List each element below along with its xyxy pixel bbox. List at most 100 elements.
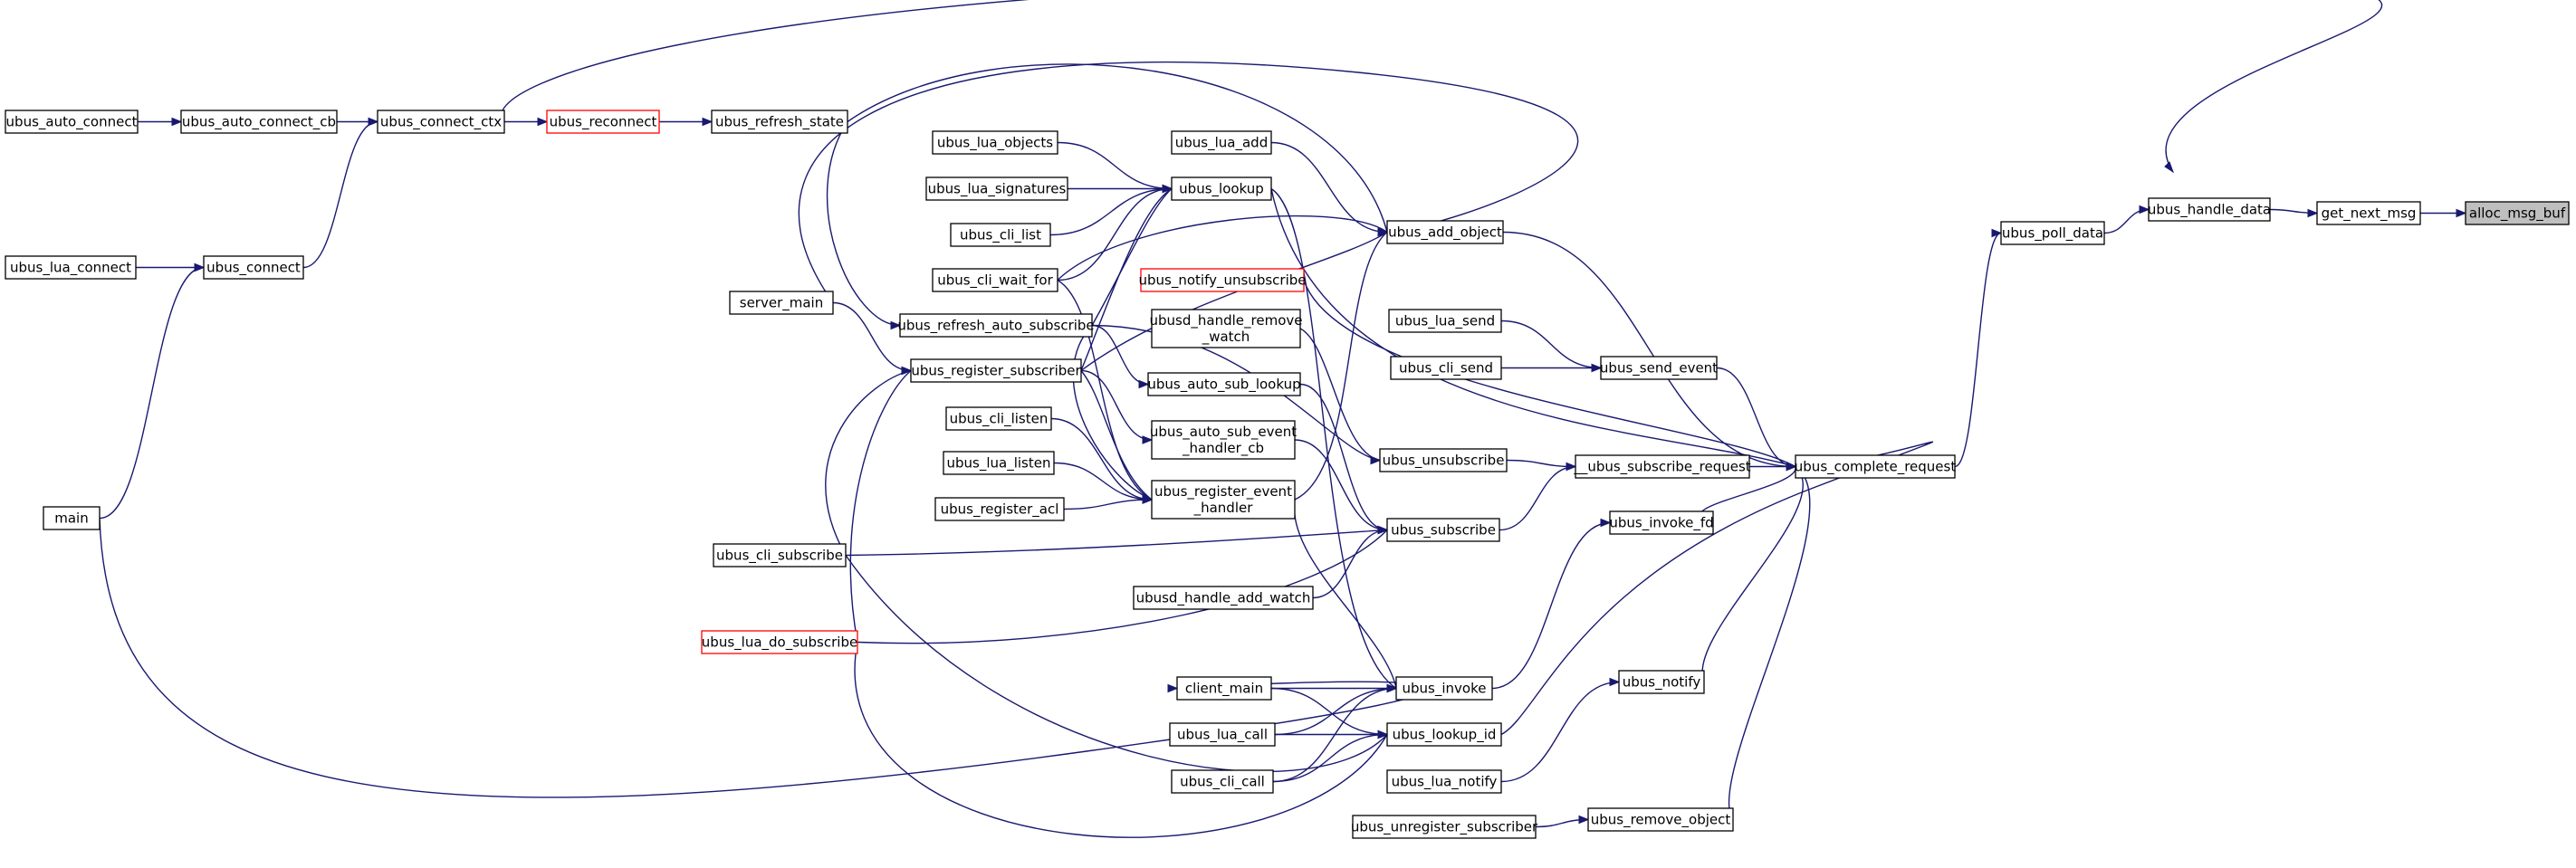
node-ubus-handle-data[interactable]: ubus_handle_data	[2148, 197, 2271, 222]
edge-ubus_lua_objects-to-ubus_lookup	[1057, 141, 1173, 194]
node-label: ubus_complete_request	[1795, 459, 1957, 476]
node-ubus-remove-object[interactable]: ubus_remove_object	[1587, 807, 1734, 832]
arrowhead	[1386, 683, 1398, 693]
node-ubus-lua-notify[interactable]: ubus_lua_notify	[1386, 769, 1502, 794]
edge-ubusd_handle_add_watch-to-ubus_subscribe	[1312, 525, 1389, 599]
node-ubus-connect-ctx[interactable]: ubus_connect_ctx	[377, 110, 505, 134]
node-label: ubus_lookup	[1179, 181, 1264, 198]
edge-ubus_invoke-to-ubus_invoke_fd	[1491, 518, 1612, 690]
arrowhead	[702, 117, 713, 127]
node-ubus-subscribe-request[interactable]: __ubus_subscribe_request	[1573, 454, 1751, 479]
arrowhead	[1591, 363, 1603, 373]
node-ubus-lua-call[interactable]: ubus_lua_call	[1169, 722, 1276, 747]
edge-ubus_cli_call-to-ubus_lookup_id	[1272, 730, 1389, 783]
node-ubusd-handle-remove-watch[interactable]: ubusd_handle_remove_watch	[1150, 309, 1303, 348]
node-ubus-lookup-id[interactable]: ubus_lookup_id	[1386, 722, 1502, 747]
node-ubus-add-object[interactable]: ubus_add_object	[1386, 220, 1504, 244]
node-ubus-auto-sub-event-handler-cb[interactable]: ubus_auto_sub_event_handler_cb	[1150, 420, 1297, 460]
node-ubus-complete-request[interactable]: ubus_complete_request	[1795, 454, 1957, 479]
node-ubus-lua-objects[interactable]: ubus_lua_objects	[932, 130, 1058, 155]
node-label: __ubus_subscribe_request	[1573, 459, 1750, 476]
node-ubus-lua-do-subscribe[interactable]: ubus_lua_do_subscribe	[701, 630, 858, 654]
edge-ubus_notify-to-ubus_complete_request	[1701, 462, 1804, 682]
node-box	[701, 630, 858, 654]
node-ubus-subscribe[interactable]: ubus_subscribe	[1386, 518, 1500, 542]
node-ubusd-handle-add-watch[interactable]: ubusd_handle_add_watch	[1133, 586, 1314, 610]
node-ubus-cli-list[interactable]: ubus_cli_list	[950, 223, 1051, 247]
node-ubus-refresh-auto-subscribe[interactable]: ubus_refresh_auto_subscribe	[897, 313, 1095, 338]
edge-ubus_connect_ctx-to-ubus_reconnect	[504, 117, 549, 127]
node-ubus-unregister-subscriber[interactable]: ubus_unregister_subscriber	[1351, 815, 1538, 839]
edge-ubus_register_subscriber-to-ubus_add_object	[1080, 227, 1389, 372]
node-label: ubus_lua_signatures	[928, 181, 1067, 198]
node-ubus-cli-subscribe[interactable]: ubus_cli_subscribe	[713, 543, 847, 568]
node-label: _handler_cb	[1182, 440, 1264, 457]
node-main[interactable]: main	[43, 506, 101, 530]
node-ubus-register-acl[interactable]: ubus_register_acl	[934, 497, 1065, 521]
node-ubus-cli-wait-for[interactable]: ubus_cli_wait_for	[932, 268, 1058, 292]
edge-line	[99, 266, 205, 520]
node-server-main[interactable]: server_main	[729, 291, 834, 315]
node-box	[1795, 454, 1956, 479]
edge-line	[1080, 187, 1173, 371]
node-box	[2000, 221, 2105, 245]
node-label: ubus_remove_object	[1591, 812, 1731, 829]
node-ubus-refresh-state[interactable]: ubus_refresh_state	[711, 110, 848, 134]
edge-line	[1303, 280, 1796, 468]
arrowhead	[901, 366, 913, 376]
node-ubus-auto-connect-cb[interactable]: ubus_auto_connect_cb	[180, 110, 338, 134]
node-ubus-cli-send[interactable]: ubus_cli_send	[1390, 356, 1502, 380]
edge-ubus_connect-to-ubus_connect_ctx	[302, 117, 379, 269]
edge-get_next_msg-to-alloc_msg_buf	[2420, 208, 2467, 218]
edge-ubus_refresh_auto_subscribe-to-ubus_lookup	[1091, 184, 1173, 326]
node-label: ubus_unsubscribe	[1383, 453, 1505, 470]
node-ubus-lua-signatures[interactable]: ubus_lua_signatures	[925, 176, 1068, 201]
node-ubus-auto-connect[interactable]: ubus_auto_connect	[5, 110, 139, 134]
node-box	[1386, 769, 1502, 794]
node-ubus-poll-data[interactable]: ubus_poll_data	[2000, 221, 2105, 245]
node-ubus-notify[interactable]: ubus_notify	[1618, 670, 1705, 694]
node-ubus-lua-add[interactable]: ubus_lua_add	[1171, 130, 1272, 155]
node-ubus-lookup[interactable]: ubus_lookup	[1171, 176, 1272, 201]
node-box	[1395, 676, 1493, 701]
edge-line	[1500, 681, 1620, 783]
node-box	[203, 255, 304, 280]
node-client-main[interactable]: client_main	[1176, 676, 1272, 701]
node-box	[1386, 518, 1500, 542]
node-ubus-register-subscriber[interactable]: ubus_register_subscriber	[910, 358, 1082, 383]
node-ubus-reconnect[interactable]: ubus_reconnect	[546, 110, 660, 134]
arrowhead	[1991, 228, 2003, 238]
call-edges	[99, 0, 2467, 838]
node-ubus-cli-call[interactable]: ubus_cli_call	[1171, 769, 1274, 794]
node-ubus-cli-listen[interactable]: ubus_cli_listen	[945, 406, 1052, 431]
node-ubus-invoke[interactable]: ubus_invoke	[1395, 676, 1493, 701]
node-box	[5, 255, 137, 280]
node-ubus-lua-connect[interactable]: ubus_lua_connect	[5, 255, 137, 280]
node-ubus-register-event-handler[interactable]: ubus_register_event_handler	[1151, 480, 1296, 520]
edge-ubus_reconnect-to-ubus_refresh_state	[659, 117, 713, 127]
edge-line	[1502, 231, 1796, 468]
node-ubus-notify-unsubscribe[interactable]: ubus_notify_unsubscribe	[1139, 268, 1307, 292]
node-alloc-msg-buf[interactable]: alloc_msg_buf	[2465, 201, 2570, 225]
node-ubus-send-event[interactable]: ubus_send_event	[1600, 356, 1718, 380]
node-label: ubus_connect_ctx	[380, 114, 502, 131]
node-box	[711, 110, 848, 134]
node-ubus-unsubscribe[interactable]: ubus_unsubscribe	[1379, 448, 1508, 472]
edge-ubus_handle_data-to-get_next_msg	[2269, 208, 2319, 218]
node-ubus-invoke-fd[interactable]: ubus_invoke_fd	[1609, 510, 1714, 535]
node-ubus-lua-send[interactable]: ubus_lua_send	[1388, 309, 1502, 333]
node-get-next-msg[interactable]: get_next_msg	[2316, 201, 2421, 225]
node-ubus-connect[interactable]: ubus_connect	[203, 255, 304, 280]
node-box	[1575, 454, 1750, 479]
edge-line	[1063, 499, 1153, 510]
node-box	[180, 110, 338, 134]
node-ubus-lua-listen[interactable]: ubus_lua_listen	[943, 451, 1055, 475]
edge-line	[1294, 231, 1388, 501]
node-box	[899, 313, 1093, 338]
node-label: ubus_cli_call	[1180, 774, 1265, 791]
node-label: ubus_add_object	[1388, 224, 1502, 242]
edge-line	[1270, 141, 1388, 234]
node-label: ubus_cli_listen	[950, 411, 1049, 428]
edge-line	[1080, 231, 1388, 372]
node-ubus-auto-sub-lookup[interactable]: ubus_auto_sub_lookup	[1147, 372, 1301, 396]
